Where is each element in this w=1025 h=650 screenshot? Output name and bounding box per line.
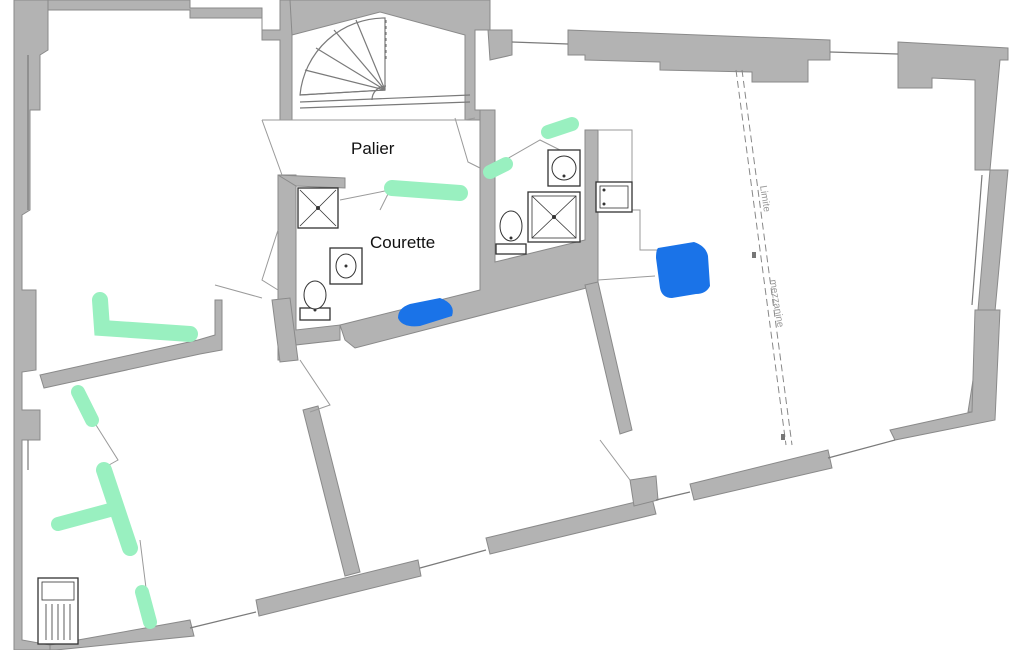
note-limite: Limite <box>757 185 772 214</box>
right-wall-lower <box>889 309 1001 441</box>
left-wall <box>13 0 51 650</box>
bottom-wall-2 <box>485 497 657 555</box>
bath-wall-top <box>277 174 346 189</box>
room-label-palier: Palier <box>351 139 395 158</box>
room-label-courette: Courette <box>370 233 435 252</box>
proposed-wall-lower-4 <box>135 585 157 629</box>
proposed-wall-left-l <box>92 292 198 342</box>
shower-icon <box>527 191 581 243</box>
central-wall <box>339 109 599 349</box>
bottom-wall-4 <box>49 619 195 650</box>
proposed-wall-lower-1 <box>71 385 99 427</box>
kitchen-sink-icon <box>37 577 79 645</box>
proposed-walls <box>51 117 579 629</box>
bottom-wall-5 <box>629 475 659 507</box>
center-vertical-wall <box>584 281 633 435</box>
spiral-staircase-icon <box>299 17 471 109</box>
lower-vertical-wall <box>302 405 361 577</box>
sink-icon <box>329 247 363 285</box>
proposed-fixture-kitchen <box>656 242 710 298</box>
bottom-wall-1 <box>689 449 833 501</box>
mezzanine-limit <box>735 69 793 446</box>
top-wall-left <box>47 0 293 121</box>
top-wall-right <box>487 29 513 61</box>
proposed-wall-palier <box>384 180 468 201</box>
proposed-wall-lower-3 <box>51 503 117 531</box>
shower-icon <box>297 187 339 229</box>
doors <box>95 117 660 621</box>
proposed-fixture-corridor <box>398 298 453 327</box>
left-bathroom-fixtures <box>297 187 363 321</box>
proposed-wall-diag-2 <box>541 117 579 139</box>
proposed-wall-diag-1 <box>483 157 513 179</box>
windows <box>27 41 983 629</box>
wall-post <box>271 297 299 363</box>
sink-icon <box>547 149 581 187</box>
exterior-walls <box>13 0 1009 650</box>
bottom-wall-3 <box>255 559 422 617</box>
interior-wall-left <box>39 299 223 389</box>
proposed-wall-lower-2 <box>96 462 138 556</box>
top-wall-corner <box>897 41 1009 171</box>
interior-walls <box>39 109 633 577</box>
toilet-icon <box>495 210 527 255</box>
top-wall-main <box>567 29 831 83</box>
proposed-fixtures <box>398 242 710 327</box>
kitchen-sink-icon <box>595 181 633 213</box>
toilet-icon <box>299 280 331 321</box>
right-bathroom-fixtures <box>495 149 633 255</box>
